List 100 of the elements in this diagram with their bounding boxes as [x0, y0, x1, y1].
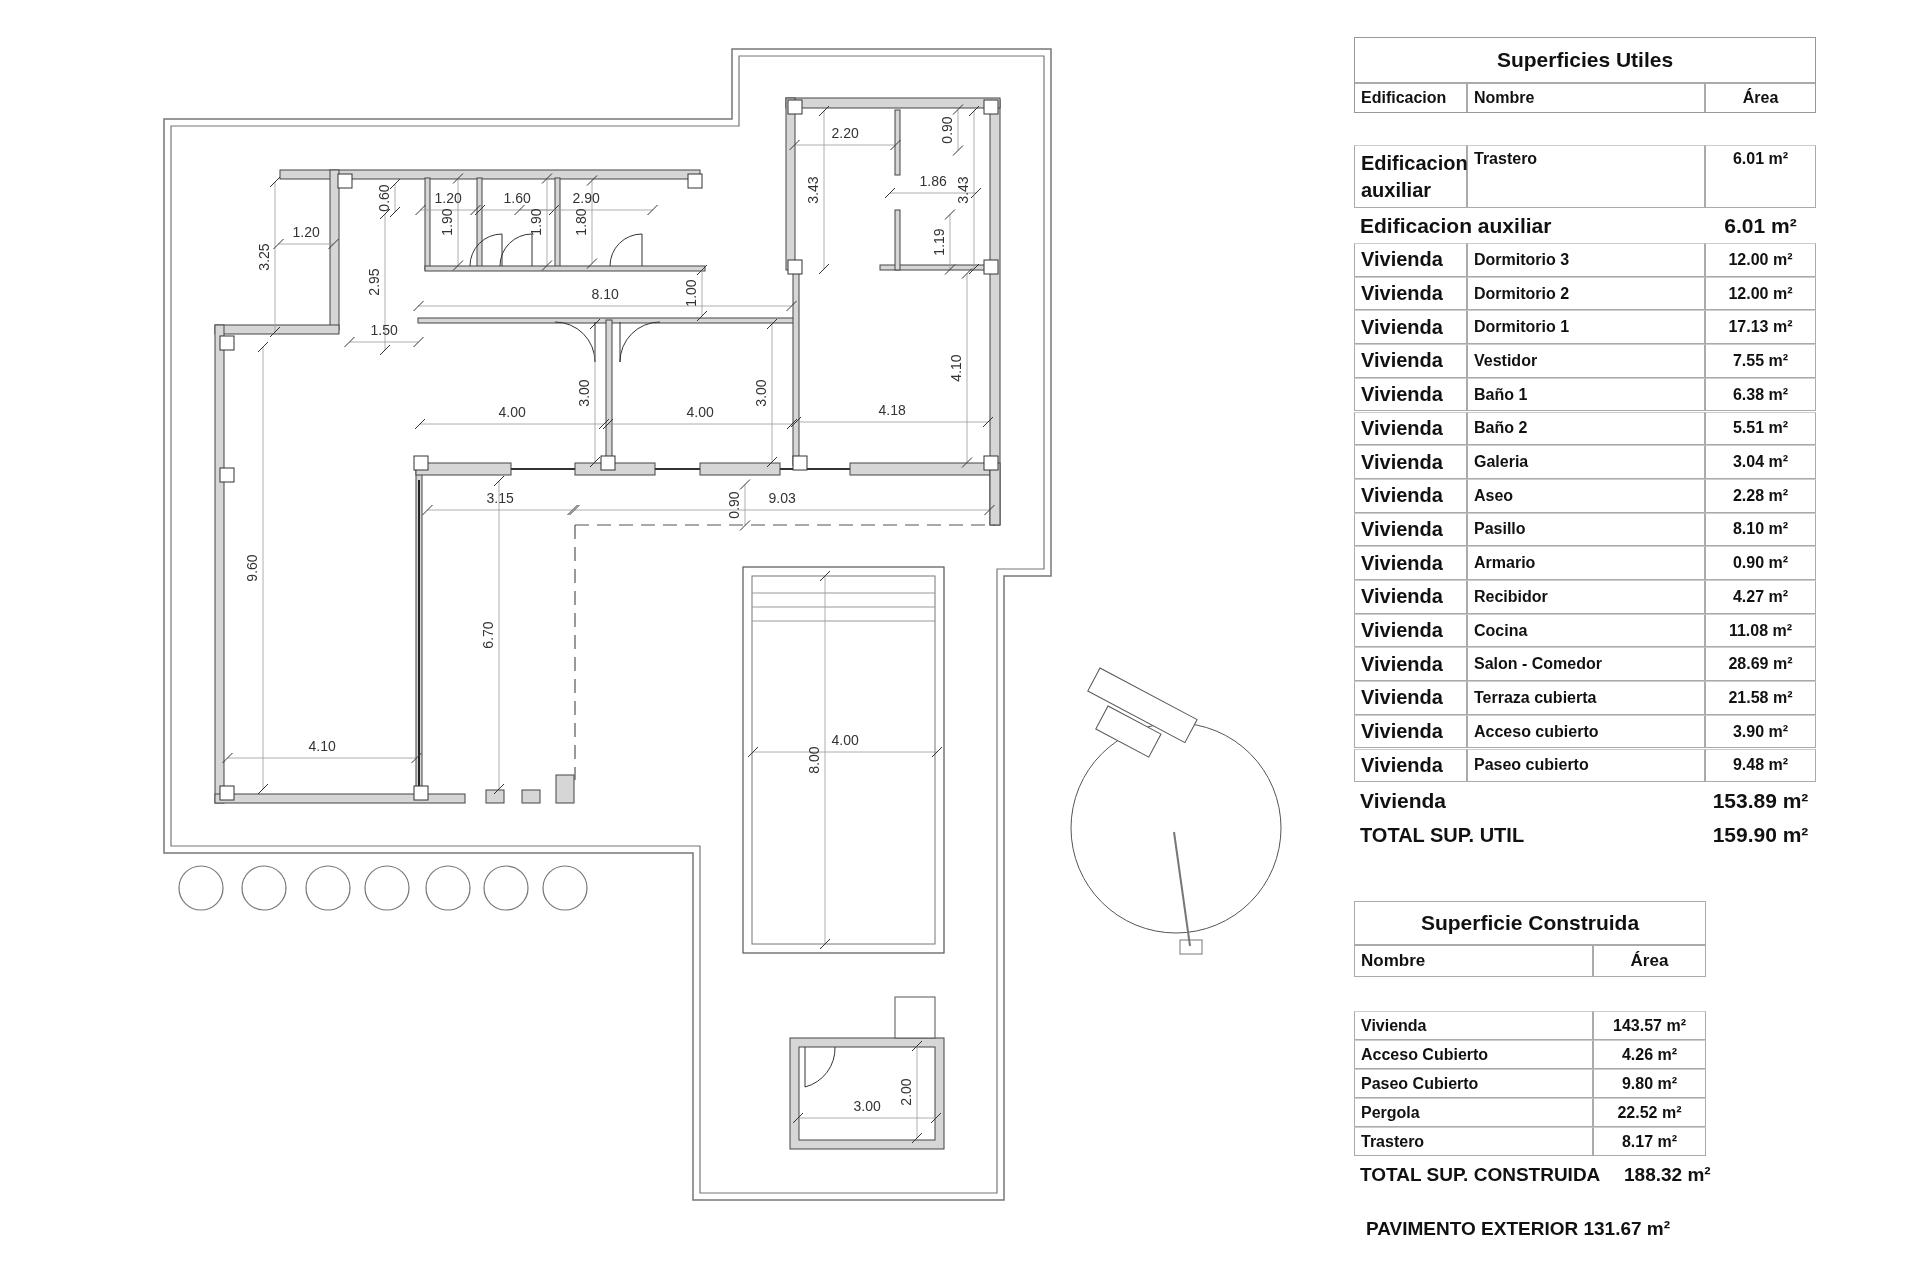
dimension-label: 4.18 — [878, 402, 906, 418]
table-cell: Vivienda — [1361, 248, 1443, 272]
table-cell: Vivienda — [1361, 450, 1443, 474]
dimension-label: 0.60 — [375, 184, 392, 212]
table-cell: Acceso Cubierto — [1361, 1045, 1489, 1064]
column-header: Nombre — [1474, 89, 1535, 107]
table-cell: 0.90 m² — [1732, 554, 1789, 573]
table-cell: Pergola — [1361, 1103, 1420, 1122]
dimension-label: 1.90 — [438, 208, 455, 236]
dimension-label: 8.10 — [591, 286, 619, 302]
table-title: Superficies Utiles — [1496, 48, 1674, 72]
dimension-label: 4.00 — [831, 732, 859, 748]
table-cell: Vivienda — [1361, 619, 1443, 643]
dimension-label: 1.90 — [527, 208, 544, 236]
dimension-label: 3.15 — [486, 490, 514, 506]
dimension-label: 9.60 — [243, 554, 260, 582]
table-cell: 6.38 m² — [1732, 385, 1789, 404]
table-cell: Vestidor — [1474, 351, 1538, 370]
table-cell: 8.17 m² — [1621, 1132, 1678, 1151]
table-cell: 2.28 m² — [1732, 486, 1789, 505]
table-cell: Salon - Comedor — [1474, 655, 1602, 674]
table-cell: 7.55 m² — [1732, 351, 1789, 370]
dimension-label: 1.86 — [919, 173, 947, 189]
table-cell: Terraza cubierta — [1474, 688, 1597, 707]
total-note: PAVIMENTO EXTERIOR 131.67 m² — [1366, 1218, 1671, 1240]
table-cell: 8.10 m² — [1732, 520, 1789, 539]
dimension-label: 4.10 — [308, 738, 336, 754]
dimension-label: 4.00 — [498, 404, 526, 420]
total-label: TOTAL SUP. CONSTRUIDA — [1360, 1164, 1601, 1186]
column-header: Área — [1630, 951, 1669, 971]
dimension-label: 0.90 — [938, 116, 955, 144]
table-cell: Galeria — [1474, 453, 1529, 472]
table-cell: Vivienda — [1361, 282, 1443, 306]
dimension-label: 3.00 — [752, 379, 769, 407]
table-cell: Vivienda — [1361, 315, 1443, 339]
table-cell: Baño 2 — [1474, 419, 1528, 438]
table-cell: Dormitorio 3 — [1474, 250, 1570, 269]
table-cell: Dormitorio 2 — [1474, 284, 1570, 303]
table-cell: Vivienda — [1361, 349, 1443, 373]
dimension-label: 3.00 — [853, 1098, 881, 1114]
subtotal-label: Edificacion auxiliar — [1360, 214, 1552, 238]
table-cell: 3.04 m² — [1732, 453, 1789, 472]
table-cell: Recibidor — [1474, 587, 1548, 606]
table-cell: Vivienda — [1361, 720, 1443, 744]
dimension-label: 6.70 — [479, 621, 496, 649]
table-cell: Vivienda — [1361, 551, 1443, 575]
table-cell: 5.51 m² — [1732, 419, 1789, 438]
table-cell: Acceso cubierto — [1474, 722, 1599, 741]
table-cell: 3.90 m² — [1732, 722, 1789, 741]
table-cell: 9.80 m² — [1621, 1074, 1678, 1093]
table-cell: Vivienda — [1361, 652, 1443, 676]
dimension-label: 1.80 — [572, 208, 589, 236]
table-cell: Vivienda — [1361, 1016, 1427, 1035]
dimension-label: 2.95 — [365, 268, 382, 296]
table-cell: Cocina — [1474, 621, 1528, 640]
table-cell: Vivienda — [1361, 517, 1443, 541]
table-cell: Pasillo — [1474, 520, 1526, 539]
table-cell: Vivienda — [1361, 585, 1443, 609]
dimension-label: 2.90 — [572, 190, 600, 206]
dimension-label: 1.50 — [370, 322, 398, 338]
table-cell: 4.26 m² — [1621, 1045, 1678, 1064]
table-cell: Trastero — [1474, 150, 1538, 168]
table-cell: 9.48 m² — [1732, 756, 1789, 775]
table-cell: Vivienda — [1361, 383, 1443, 407]
dimension-label: 1.20 — [434, 190, 462, 206]
subtotal-value: 6.01 m² — [1724, 214, 1797, 238]
column-header: Edificacion — [1361, 89, 1447, 107]
table-cell: Baño 1 — [1474, 385, 1528, 404]
dimension-label: 1.00 — [682, 279, 699, 307]
dimension-label: 3.43 — [804, 176, 821, 204]
dimension-label: 1.20 — [292, 224, 320, 240]
table-cell: Aseo — [1474, 486, 1514, 505]
table-cell: Paseo Cubierto — [1361, 1074, 1479, 1093]
table-cell: Dormitorio 1 — [1474, 318, 1570, 337]
table-cell: 17.13 m² — [1728, 318, 1793, 337]
dimension-label: 2.00 — [897, 1078, 914, 1106]
dimension-label: 0.90 — [725, 491, 742, 519]
column-header: Área — [1742, 89, 1779, 107]
table-cell: 12.00 m² — [1728, 284, 1793, 303]
table-cell: 12.00 m² — [1728, 250, 1793, 269]
table-cell: 28.69 m² — [1728, 655, 1793, 674]
dimension-label: 8.00 — [805, 746, 822, 774]
table-cell: Vivienda — [1361, 416, 1443, 440]
table-cell-text: Edificacion auxiliar — [1361, 151, 1468, 203]
total-value: 159.90 m² — [1712, 823, 1809, 847]
total-value: 188.32 m² — [1624, 1164, 1711, 1186]
table-cell: 6.01 m² — [1732, 150, 1789, 168]
dimension-label: 4.00 — [686, 404, 714, 420]
dimension-label: 3.43 — [954, 176, 971, 204]
table-cell: Trastero — [1361, 1132, 1425, 1151]
table-cell: 4.27 m² — [1732, 587, 1789, 606]
table-cell: Vivienda — [1361, 686, 1443, 710]
dimension-label: 1.19 — [930, 228, 947, 256]
table-cell: Vivienda — [1361, 484, 1443, 508]
dimension-label: 2.20 — [831, 125, 859, 141]
dimension-label: 3.00 — [575, 379, 592, 407]
table-cell: Armario — [1474, 554, 1536, 573]
column-header: Nombre — [1361, 951, 1426, 971]
table-cell: Paseo cubierto — [1474, 756, 1589, 775]
subtotal-label: Vivienda — [1360, 789, 1446, 813]
